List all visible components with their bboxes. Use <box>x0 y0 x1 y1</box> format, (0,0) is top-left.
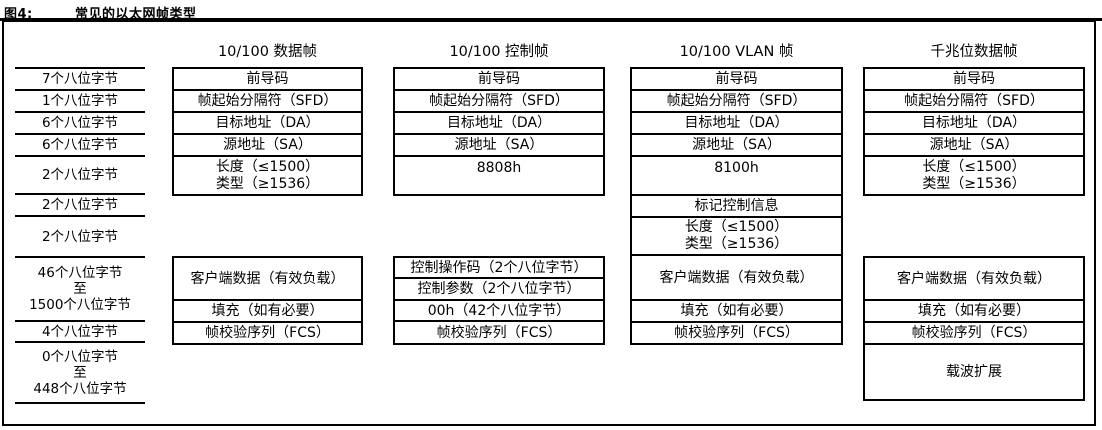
octet-rule <box>15 155 145 157</box>
octet-rule <box>15 193 145 195</box>
control-frame-header-box: 前导码 帧起始分隔符（SFD） 目标地址（DA） 源地址（SA） 8808h <box>393 67 605 196</box>
cell-length-type: 长度（≤1500） 类型（≥1536） <box>174 157 361 194</box>
octet-label-text: 2个八位字节 <box>41 228 119 245</box>
octet-label-text: 至 <box>73 364 87 381</box>
octet-rule <box>15 256 145 258</box>
cell-sfd: 帧起始分隔符（SFD） <box>865 91 1083 113</box>
cell-sa: 源地址（SA） <box>632 135 841 157</box>
cell-sa: 源地址（SA） <box>865 135 1083 157</box>
octet-label-text: 6个八位字节 <box>41 115 119 131</box>
cell-sfd: 帧起始分隔符（SFD） <box>395 91 603 113</box>
cell-payload: 客户端数据（有效负载） <box>632 256 841 301</box>
type-line: 类型（≥1536） <box>215 175 320 192</box>
octet-rule <box>15 320 145 322</box>
cell-preamble: 前导码 <box>395 69 603 91</box>
octet-rule <box>15 402 145 404</box>
cell-sa: 源地址（SA） <box>174 135 361 157</box>
cell-sfd: 帧起始分隔符（SFD） <box>632 91 841 113</box>
octet-rule <box>15 67 145 69</box>
title-rule <box>0 18 1102 21</box>
cell-padding: 填充（如有必要） <box>174 301 361 323</box>
octet-label-text: 0个八位字节 <box>41 348 119 365</box>
octet-label: 7个八位字节 <box>15 69 145 89</box>
cell-preamble: 前导码 <box>865 69 1083 91</box>
cell-sfd: 帧起始分隔符（SFD） <box>174 91 361 113</box>
octet-label: 2个八位字节 <box>15 157 145 193</box>
octet-label: 4个八位字节 <box>15 322 145 341</box>
cell-fill-00h: 00h（42个八位字节） <box>395 301 603 322</box>
column-title-gigabit-frame: 千兆位数据帧 <box>930 44 1018 60</box>
cell-fcs: 帧校验序列（FCS） <box>865 323 1083 345</box>
cell-preamble: 前导码 <box>174 69 361 91</box>
cell-type-8100h: 8100h <box>632 157 841 196</box>
cell-preamble: 前导码 <box>632 69 841 91</box>
cell-length-type: 长度（≤1500） 类型（≥1536） <box>865 157 1083 194</box>
cell-fcs: 帧校验序列（FCS） <box>205 325 330 341</box>
octet-label: 6个八位字节 <box>15 113 145 133</box>
length-line: 长度（≤1500） <box>684 219 789 235</box>
octet-rule <box>15 215 145 217</box>
length-line: 长度（≤1500） <box>922 158 1026 175</box>
gigabit-frame-payload-box: 客户端数据（有效负载） 填充（如有必要） 帧校验序列（FCS） 载波扩展 <box>863 256 1085 401</box>
octet-rule <box>15 111 145 113</box>
octet-label-text: 448个八位字节 <box>33 380 127 397</box>
octet-label: 1个八位字节 <box>15 91 145 111</box>
cell-padding: 填充（如有必要） <box>865 301 1083 323</box>
cell-sa: 源地址（SA） <box>395 135 603 157</box>
cell-type-8808h: 8808h <box>476 160 522 176</box>
cell-opcode: 控制操作码（2个八位字节） <box>395 258 603 279</box>
gigabit-frame-header-box: 前导码 帧起始分隔符（SFD） 目标地址（DA） 源地址（SA） 长度（≤150… <box>863 67 1085 196</box>
column-title-control-frame: 10/100 控制帧 <box>449 44 549 60</box>
cell-length-type: 长度（≤1500） 类型（≥1536） <box>632 218 841 256</box>
cell-fcs: 帧校验序列（FCS） <box>674 325 799 341</box>
vlan-frame-box: 前导码 帧起始分隔符（SFD） 目标地址（DA） 源地址（SA） 8100h 标… <box>630 67 843 345</box>
cell-da: 目标地址（DA） <box>174 113 361 135</box>
cell-params: 控制参数（2个八位字节） <box>395 279 603 301</box>
octet-label: 2个八位字节 <box>15 217 145 256</box>
octet-label-text: 至 <box>73 281 87 297</box>
octet-label: 2个八位字节 <box>15 195 145 215</box>
cell-fcs: 帧校验序列（FCS） <box>436 324 562 341</box>
octet-label: 0个八位字节 至 448个八位字节 <box>15 343 145 402</box>
column-title-vlan-frame: 10/100 VLAN 帧 <box>679 44 794 60</box>
octet-rule <box>15 89 145 91</box>
octet-label-text: 46个八位字节 <box>37 265 123 281</box>
type-line: 类型（≥1536） <box>922 175 1026 192</box>
octet-label-text: 2个八位字节 <box>41 197 119 213</box>
data-frame-payload-box: 客户端数据（有效负载） 填充（如有必要） 帧校验序列（FCS） <box>172 256 363 345</box>
cell-payload: 客户端数据（有效负载） <box>174 258 361 301</box>
column-title-data-frame: 10/100 数据帧 <box>217 44 318 60</box>
data-frame-header-box: 前导码 帧起始分隔符（SFD） 目标地址（DA） 源地址（SA） 长度（≤150… <box>172 67 363 196</box>
cell-tag-control: 标记控制信息 <box>632 196 841 218</box>
cell-payload: 客户端数据（有效负载） <box>865 258 1083 301</box>
control-frame-payload-box: 控制操作码（2个八位字节） 控制参数（2个八位字节） 00h（42个八位字节） … <box>393 256 605 345</box>
octet-label-text: 2个八位字节 <box>41 167 119 183</box>
octet-label: 46个八位字节 至 1500个八位字节 <box>15 258 145 320</box>
octet-label-text: 6个八位字节 <box>41 137 119 153</box>
octet-label: 6个八位字节 <box>15 135 145 155</box>
octet-label-text: 1个八位字节 <box>41 93 119 109</box>
octet-rule <box>15 341 145 343</box>
octet-label-text: 4个八位字节 <box>41 323 119 340</box>
cell-padding: 填充（如有必要） <box>632 301 841 323</box>
length-line: 长度（≤1500） <box>215 158 320 175</box>
figure-border <box>2 20 1096 426</box>
octet-label-text: 1500个八位字节 <box>29 297 131 313</box>
cell-da: 目标地址（DA） <box>632 113 841 135</box>
octet-label-text: 7个八位字节 <box>41 71 119 87</box>
cell-da: 目标地址（DA） <box>395 113 603 135</box>
cell-da: 目标地址（DA） <box>865 113 1083 135</box>
type-line: 类型（≥1536） <box>684 236 789 252</box>
cell-carrier-extension: 载波扩展 <box>946 364 1002 380</box>
octet-rule <box>15 133 145 135</box>
